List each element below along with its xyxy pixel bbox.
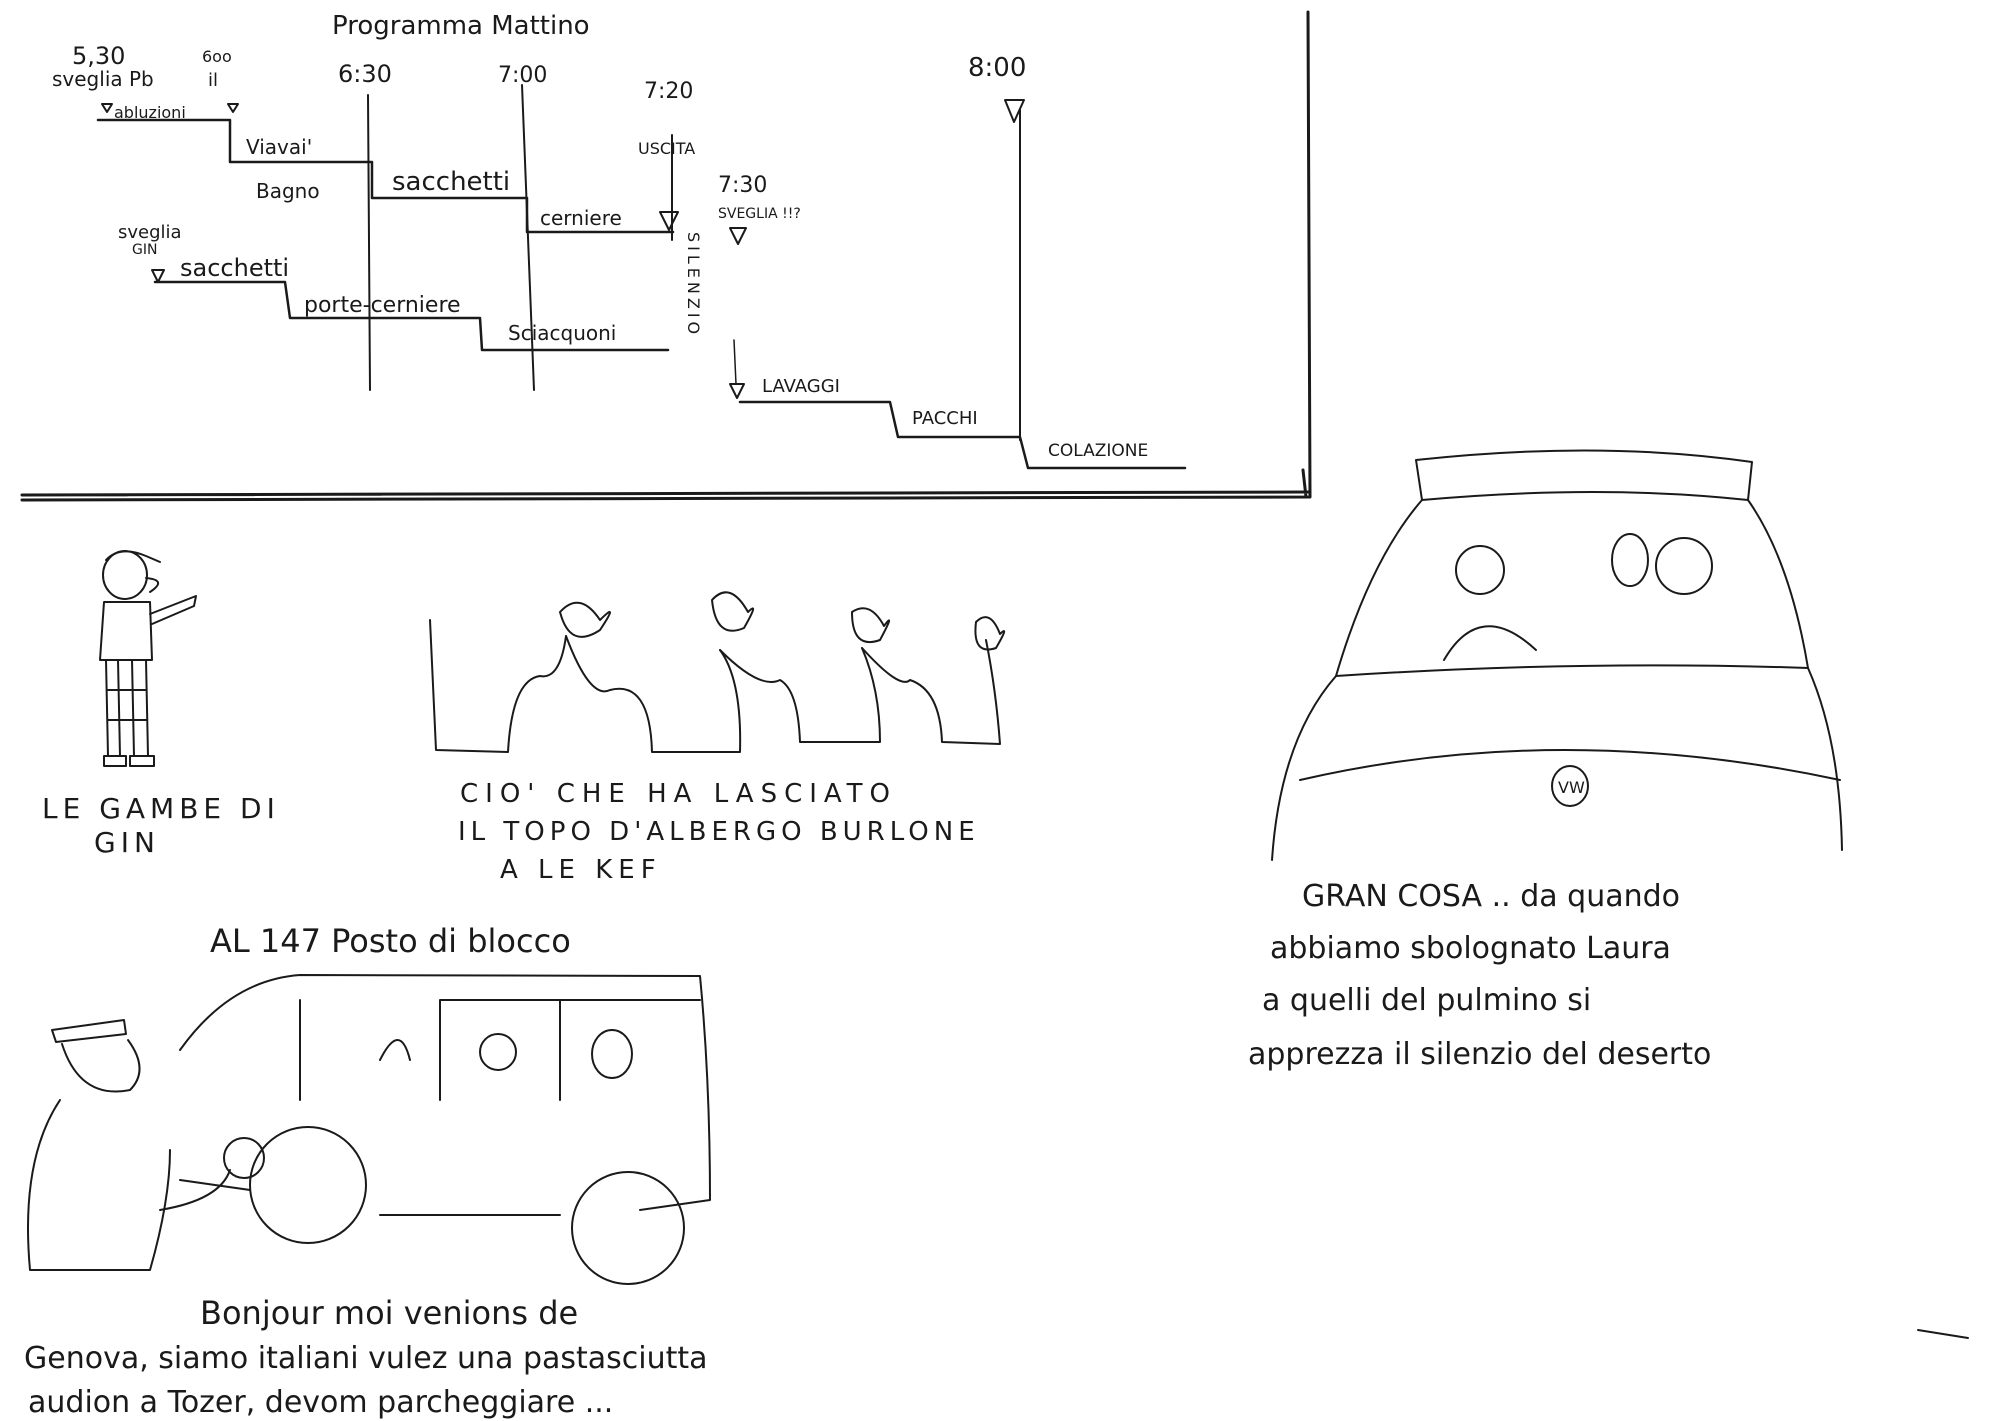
schedule-title: Programma Mattino bbox=[332, 11, 590, 41]
stray-stroke bbox=[1917, 1329, 1969, 1339]
time-800: 8:00 bbox=[968, 53, 1026, 83]
knot-2 bbox=[711, 591, 755, 632]
caption-car-line1: GRAN COSA .. da quando bbox=[1302, 879, 1680, 914]
label-colazione: COLAZIONE bbox=[1048, 441, 1148, 461]
passenger-face bbox=[1655, 537, 1713, 595]
van-windows bbox=[299, 999, 701, 1101]
driver-face bbox=[1455, 545, 1505, 595]
label-sacchetti-top: sacchetti bbox=[392, 167, 510, 197]
knot-1 bbox=[559, 601, 611, 638]
label-sveglia-gin: sveglia bbox=[118, 222, 182, 243]
label-lavaggi: LAVAGGI bbox=[762, 376, 840, 397]
vw-badge bbox=[1551, 765, 1589, 807]
time-700: 7:00 bbox=[498, 63, 547, 88]
bag-1 bbox=[429, 619, 567, 753]
label-silenzio: SILENZIO bbox=[684, 232, 703, 338]
label-sveglia-pb: sveglia Pb bbox=[52, 67, 154, 91]
label-porte-cerniere: porte-cerniere bbox=[304, 293, 461, 318]
marker-720 bbox=[659, 211, 679, 231]
guard-head bbox=[61, 1039, 141, 1093]
caption-gin-line1: LE GAMBE DI bbox=[42, 792, 280, 825]
gin-cap bbox=[105, 550, 161, 563]
car-drawing: VW bbox=[1271, 449, 1843, 861]
marker-730 bbox=[729, 227, 747, 245]
guard-body bbox=[27, 1099, 171, 1271]
car-roof bbox=[1415, 449, 1753, 501]
schedule-frame bbox=[20, 10, 1312, 502]
label-gin: GIN bbox=[132, 242, 157, 258]
caption-car-line2: abbiamo sbolognato Laura bbox=[1270, 931, 1671, 966]
guard-figure bbox=[27, 1019, 231, 1271]
gin-head bbox=[102, 550, 148, 600]
label-sacchetti-bottom: sacchetti bbox=[180, 254, 289, 282]
schedule-steps-top bbox=[96, 118, 675, 234]
label-viavai: Viavai' bbox=[246, 135, 312, 159]
caption-van-line3: audion a Tozer, devom parcheggiare ... bbox=[28, 1385, 613, 1420]
label-sciacquoni: Sciacquoni bbox=[508, 321, 616, 345]
caption-gin-line2: GIN bbox=[94, 826, 160, 859]
caption-car-line4: apprezza il silenzio del deserto bbox=[1248, 1037, 1711, 1072]
gin-figure bbox=[99, 550, 197, 767]
arrow-lavaggi bbox=[733, 339, 737, 385]
knot-4 bbox=[974, 616, 1006, 651]
van-face-3 bbox=[379, 1039, 411, 1061]
schedule-steps-bottom bbox=[153, 280, 670, 352]
van-fuel-cap bbox=[223, 1137, 265, 1179]
time-730: 7:30 bbox=[718, 173, 767, 198]
marker-abluzioni bbox=[101, 103, 239, 113]
caption-bags-line1: CIO' CHE HA LASCIATO bbox=[460, 779, 897, 809]
van-body bbox=[179, 974, 711, 1216]
bag-4 bbox=[861, 639, 1001, 745]
gin-arm bbox=[149, 595, 197, 625]
gin-torso bbox=[99, 601, 153, 661]
caption-bags-line3: A LE KEF bbox=[500, 855, 662, 885]
label-pacchi: PACCHI bbox=[912, 408, 978, 429]
time-720: 7:20 bbox=[644, 79, 693, 104]
time-530: 5,30 bbox=[72, 42, 125, 70]
marker-800 bbox=[1004, 99, 1025, 123]
caption-van-line1: Bonjour moi venions de bbox=[200, 1294, 578, 1332]
bag-3 bbox=[719, 647, 881, 743]
gin-shoes bbox=[103, 755, 155, 767]
caption-van-line2: Genova, siamo italiani vulez una pastasc… bbox=[24, 1341, 708, 1376]
car-hood bbox=[1299, 749, 1841, 781]
caption-bags-line2: IL TOPO D'ALBERGO BURLONE bbox=[458, 817, 980, 847]
marker-gin bbox=[151, 269, 165, 283]
label-uscita: USCITA bbox=[638, 139, 695, 158]
knot-3 bbox=[851, 607, 891, 643]
tied-bags bbox=[429, 591, 1006, 753]
van-face-1 bbox=[479, 1033, 517, 1071]
timeline-630 bbox=[367, 94, 371, 391]
label-bagno: Bagno bbox=[256, 179, 320, 203]
label-cerniere-top: cerniere bbox=[540, 206, 622, 230]
schedule-steps-late bbox=[738, 400, 1187, 470]
gin-legs bbox=[105, 659, 149, 757]
van-front-wheel bbox=[249, 1126, 367, 1244]
marker-lavaggi bbox=[729, 383, 745, 399]
label-abluzioni: abluzioni bbox=[114, 103, 186, 122]
car-body bbox=[1271, 667, 1843, 861]
van-drawing bbox=[179, 974, 711, 1285]
van-rear-wheel bbox=[571, 1171, 685, 1285]
time-600: 6oo bbox=[202, 47, 232, 66]
caption-car-line3: a quelli del pulmino si bbox=[1262, 983, 1591, 1018]
guard-arm bbox=[159, 1169, 231, 1211]
label-il: il bbox=[208, 70, 218, 91]
time-630: 6:30 bbox=[338, 60, 392, 88]
caption-van-title: AL 147 Posto di blocco bbox=[210, 922, 571, 960]
passenger-small-face bbox=[1611, 533, 1649, 587]
vw-badge-text: VW bbox=[1558, 778, 1585, 797]
guard-cap bbox=[51, 1019, 127, 1043]
bag-2 bbox=[565, 635, 742, 753]
morning-schedule: Programma Mattino 5,30 6oo sveglia Pb il… bbox=[20, 10, 1312, 502]
gin-nose bbox=[145, 577, 159, 593]
driver-body bbox=[1443, 625, 1537, 661]
label-sveglia-730: SVEGLIA !!? bbox=[718, 206, 801, 222]
van-face-2 bbox=[591, 1029, 633, 1079]
timeline-700 bbox=[521, 84, 535, 391]
car-windshield bbox=[1335, 499, 1809, 677]
